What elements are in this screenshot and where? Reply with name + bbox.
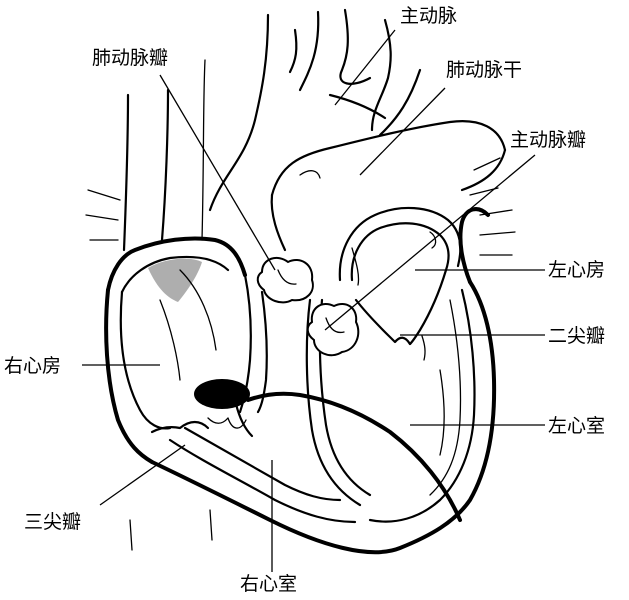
left-ventricle-wall [368, 288, 476, 523]
label-left-atrium: 左心房 [548, 259, 605, 281]
superior-vena-cava [122, 59, 206, 252]
label-mitral-valve: 二尖瓣 [548, 325, 605, 347]
aorta-vessels [208, 8, 422, 212]
label-pulmonary-valve: 肺动脉瓣 [92, 47, 168, 69]
leader-pulmonary-valve [159, 74, 276, 271]
hatching [85, 157, 516, 551]
heart-outline [104, 207, 497, 555]
conduction-system [194, 379, 462, 522]
label-right-atrium: 右心房 [4, 355, 61, 377]
tricuspid-valve-shape [150, 420, 210, 434]
label-aortic-valve: 主动脉瓣 [510, 129, 586, 151]
label-left-ventricle: 左心室 [548, 415, 605, 437]
left-atrium-wall [338, 206, 462, 286]
label-aorta: 主动脉 [400, 5, 457, 27]
aortic-valve-cusps [306, 303, 360, 357]
right-atrium-wall [119, 255, 230, 430]
leader-lines [82, 29, 545, 572]
label-pulmonary-trunk: 肺动脉干 [446, 59, 522, 81]
pulmonary-valve-cusps [256, 256, 314, 304]
leader-aortic-valve [324, 154, 536, 331]
mitral-valve-shape [354, 268, 448, 361]
leader-pulmonary-trunk [359, 87, 446, 176]
label-right-ventricle: 右心室 [240, 573, 297, 595]
labels: 主动脉 肺动脉瓣 肺动脉干 主动脉瓣 左心房 二尖瓣 右心房 左心室 三尖瓣 右… [4, 5, 605, 595]
pulmonary-trunk-shape [270, 120, 507, 252]
label-tricuspid-valve: 三尖瓣 [24, 511, 81, 533]
leader-tricuspid-valve [99, 444, 186, 506]
right-ventricle-wall [168, 417, 357, 524]
leader-aorta [334, 29, 396, 106]
